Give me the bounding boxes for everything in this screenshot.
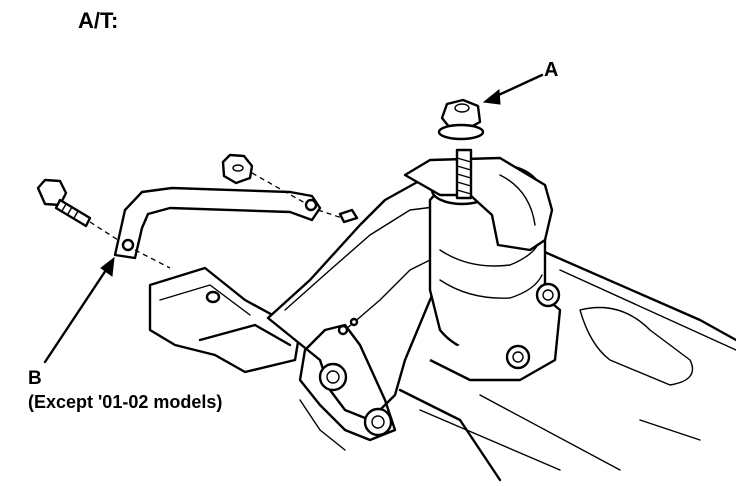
stiffener-hole (121, 238, 135, 252)
stiffener-nut (221, 153, 359, 224)
stiffener-bolt (36, 178, 92, 228)
stiffener-hole (304, 198, 318, 212)
assembly-line (317, 209, 343, 219)
leader-arrow-a (482, 73, 544, 105)
bracket-bolts (318, 362, 393, 437)
mount-bolt-head (535, 282, 561, 308)
leader-arrow-b (43, 256, 115, 364)
engine-body (398, 248, 736, 482)
subframe (148, 266, 302, 374)
assembly-line (251, 172, 306, 204)
assembly-line (89, 221, 119, 241)
stiffener-bracket (113, 186, 322, 260)
flange-nut-a (437, 98, 485, 141)
mount-stud (455, 148, 473, 200)
bracket-hole (349, 317, 359, 327)
diagram-title: A/T: (78, 8, 119, 33)
subframe-hole (205, 290, 221, 304)
callout-label-a: A (544, 59, 559, 81)
mount-bolt-head (505, 344, 531, 370)
assembly-line (134, 249, 171, 269)
bracket-bolt (318, 362, 348, 392)
callout-label-b: B (28, 368, 42, 389)
bracket-hole (337, 324, 349, 336)
bracket-bolt (363, 407, 393, 437)
callout-note-b: (Except '01-02 models) (28, 392, 223, 412)
